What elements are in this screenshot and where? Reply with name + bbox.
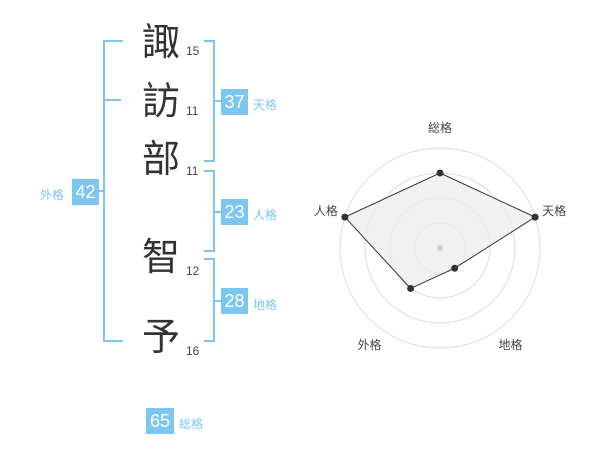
radar-center-dot [437, 245, 443, 251]
chikaku-bracket-tick [213, 300, 221, 302]
name-char-2: 訪 [141, 79, 180, 123]
gaikaku-bracket [103, 40, 123, 342]
gaikaku-bracket-tick [98, 190, 105, 192]
chikaku-label: 地格 [253, 298, 278, 312]
tenkaku-bracket-tick [213, 100, 221, 102]
stroke-count-5: 16 [186, 344, 200, 358]
stroke-count-2: 11 [186, 104, 199, 118]
tenkaku-value-badge: 37 [221, 89, 248, 115]
name-char-5: 予 [141, 315, 180, 359]
gaikaku-bracket-inner-tick [105, 99, 121, 101]
stroke-count-4: 12 [186, 264, 200, 278]
gaikaku-label: 外格 [40, 188, 65, 202]
stroke-count-1: 15 [186, 44, 200, 58]
gaikaku-value-badge: 42 [72, 179, 99, 205]
radar-data-point [407, 284, 415, 292]
jinkaku-label: 人格 [253, 208, 278, 222]
name-char-4: 智 [141, 235, 180, 279]
radar-axis-label: 人格 [314, 203, 338, 218]
jinkaku-value-badge: 23 [221, 199, 248, 225]
radar-axis-label: 地格 [499, 337, 523, 352]
radar-data-point [341, 213, 349, 221]
radar-axis-label: 天格 [542, 203, 566, 218]
radar-data-polygon [344, 172, 537, 290]
radar-data-point [531, 213, 539, 221]
stroke-count-3: 11 [186, 164, 199, 178]
name-char-1: 諏 [141, 20, 180, 64]
name-char-3: 部 [141, 137, 180, 181]
radar-grid-ring [339, 147, 541, 349]
soukaku-value-badge: 65 [146, 408, 174, 434]
radar-data-point [451, 264, 459, 272]
radar-data-point [436, 169, 444, 177]
chikaku-value-badge: 28 [221, 288, 248, 314]
radar-axis-label: 外格 [357, 337, 381, 352]
soukaku-label: 総格 [179, 417, 204, 431]
radar-axis-label: 総格 [428, 120, 452, 135]
jinkaku-bracket-tick [213, 211, 221, 213]
tenkaku-label: 天格 [253, 98, 278, 112]
